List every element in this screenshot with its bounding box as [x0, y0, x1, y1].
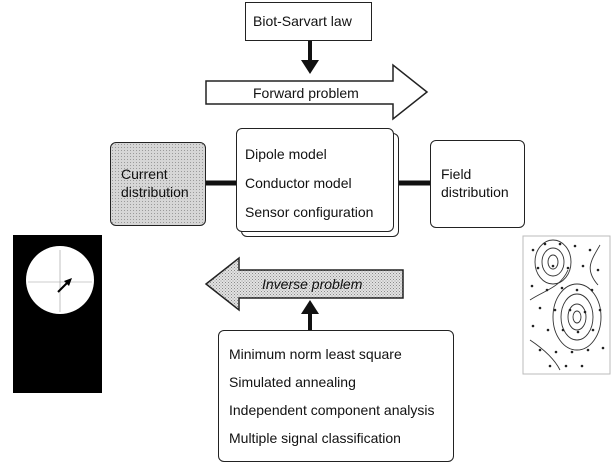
biot-savart-box	[245, 2, 372, 41]
method-item-music: Multiple signal classification	[229, 430, 401, 446]
inverse-problem-arrow	[204, 256, 404, 312]
model-item-conductor: Conductor model	[245, 175, 352, 191]
biot-savart-label: Biot-Sarvart law	[253, 13, 352, 29]
model-item-sensor: Sensor configuration	[245, 204, 374, 220]
method-item-mnls: Minimum norm least square	[229, 346, 402, 362]
methods-up-arrow-head	[301, 300, 319, 314]
biot-down-arrow-head	[301, 60, 319, 74]
model-item-dipole: Dipole model	[245, 146, 327, 162]
forward-problem-arrow	[205, 63, 429, 121]
field-distribution-label-line1: Field	[441, 166, 472, 182]
method-item-sa: Simulated annealing	[229, 374, 356, 390]
field-distribution-image	[522, 235, 611, 375]
current-distribution-label-line1: Current	[121, 166, 168, 182]
field-distribution-box	[430, 140, 525, 228]
model-box	[236, 128, 394, 232]
forward-problem-label: Forward problem	[253, 85, 359, 101]
field-distribution-label-line2: distribution	[441, 184, 509, 200]
method-item-ica: Independent component analysis	[229, 402, 435, 418]
field-contours	[529, 239, 602, 371]
inverse-problem-label: Inverse problem	[262, 276, 363, 292]
current-distribution-label-line2: distribution	[121, 184, 189, 200]
current-distribution-box	[110, 142, 206, 226]
field-sensor-dots	[530, 242, 605, 368]
current-dipole-head	[64, 278, 72, 286]
methods-box	[218, 330, 454, 462]
